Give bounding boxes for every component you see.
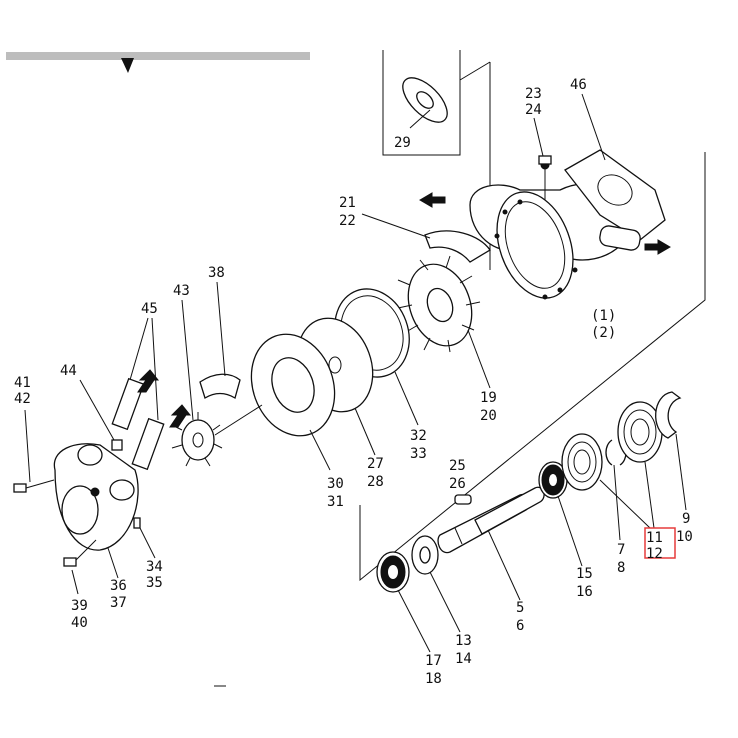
impeller-43 [171, 412, 223, 467]
leader-34 [139, 527, 156, 559]
leader-13 [429, 571, 461, 633]
scroll-bar[interactable] [6, 52, 310, 60]
leader-44 [79, 379, 115, 441]
leader-5 [487, 529, 521, 601]
leader-15 [557, 495, 583, 567]
leader-7 [613, 464, 621, 541]
arrow-in-icon [419, 192, 446, 208]
leader-27 [354, 407, 376, 456]
screw-23-24 [538, 155, 552, 165]
leader-45a [129, 317, 149, 381]
pointer-icon [121, 58, 134, 73]
leader-11b [644, 461, 655, 529]
cam-21-22 [424, 230, 491, 263]
leader-41 [24, 409, 31, 483]
leader-46 [581, 93, 606, 161]
leader-30 [309, 429, 331, 471]
label-29: 29 [394, 135, 411, 151]
inset-frame [382, 50, 461, 156]
leader-29 [409, 109, 431, 129]
washer-29 [402, 77, 448, 123]
leader-9 [675, 433, 687, 511]
label-38: 38 [208, 265, 225, 281]
leader-19 [467, 329, 491, 389]
snap-ring-9-10 [655, 391, 682, 439]
fittings-45 [111, 369, 192, 471]
key-25-26 [454, 494, 472, 505]
screw-41-42 [13, 479, 55, 493]
leader-39 [71, 569, 79, 595]
label-46: 46 [570, 77, 587, 93]
bearing-11-12-a [561, 433, 603, 491]
shaft-5-6 [437, 486, 545, 554]
pump-cover-36-37 [53, 443, 139, 551]
pump-body-1-2 [469, 149, 666, 300]
cover-gasket-30-31 [250, 333, 336, 437]
seal-15-16 [538, 461, 568, 499]
label-1-2: (1)(2) [591, 308, 616, 341]
frame-line-right [359, 152, 706, 582]
leader-17 [397, 589, 431, 653]
cam-38 [199, 373, 241, 399]
label-43: 43 [173, 283, 190, 299]
screw-39-40 [63, 539, 97, 567]
label-45: 45 [141, 301, 158, 317]
highlight-box[interactable] [644, 527, 676, 559]
impeller-19-20 [397, 255, 481, 353]
leader-38 [216, 281, 226, 377]
arrow-out-icon [644, 239, 671, 255]
bearing-11-12-b [617, 401, 663, 463]
shaft-axis-line [214, 404, 263, 436]
leader-43 [181, 299, 194, 421]
leader-32 [394, 371, 419, 426]
leader-23 [533, 117, 544, 157]
seal-17-18 [376, 551, 410, 593]
leader-21 [361, 213, 431, 239]
screw-44 [111, 439, 123, 451]
pin-34-35 [133, 517, 141, 529]
leader-36 [107, 547, 119, 579]
label-44: 44 [60, 363, 77, 379]
washer-13-14 [411, 535, 439, 575]
leader-11a [599, 479, 651, 529]
leader-45b [151, 317, 159, 421]
